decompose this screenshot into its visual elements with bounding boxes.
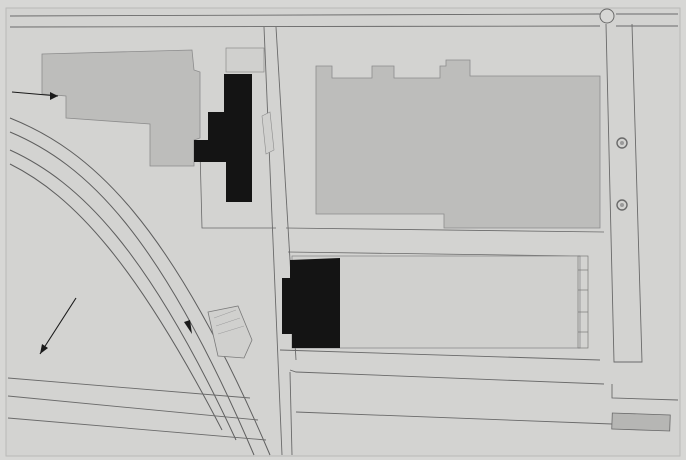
direction-arrow-icon (39, 297, 77, 355)
top-road (9, 13, 678, 28)
tree-circle-icon (620, 141, 624, 145)
tree-circle-icon (616, 199, 628, 211)
right-road (605, 23, 643, 363)
building-gray-west (41, 49, 201, 167)
middle-lane (285, 227, 605, 257)
building-large-hall (315, 59, 601, 229)
tree-circle-icon (616, 137, 628, 149)
left-lot-outline (199, 149, 276, 229)
building-black-east (282, 258, 340, 348)
station-building (207, 305, 253, 359)
north-arrow-icon (11, 91, 59, 100)
roundabout-icon (599, 8, 615, 24)
railway-tracks (9, 117, 271, 456)
lower-streets (279, 349, 679, 425)
building-black-west (194, 74, 252, 202)
building-outline-small (225, 47, 265, 73)
bottom-streets (7, 377, 267, 441)
tree-circle-icon (620, 203, 624, 207)
small-building-southeast (611, 412, 671, 432)
block-ladder (577, 255, 589, 349)
direction-arrow-icon (184, 320, 192, 334)
road-island (261, 111, 275, 155)
station-hatching (213, 309, 245, 335)
